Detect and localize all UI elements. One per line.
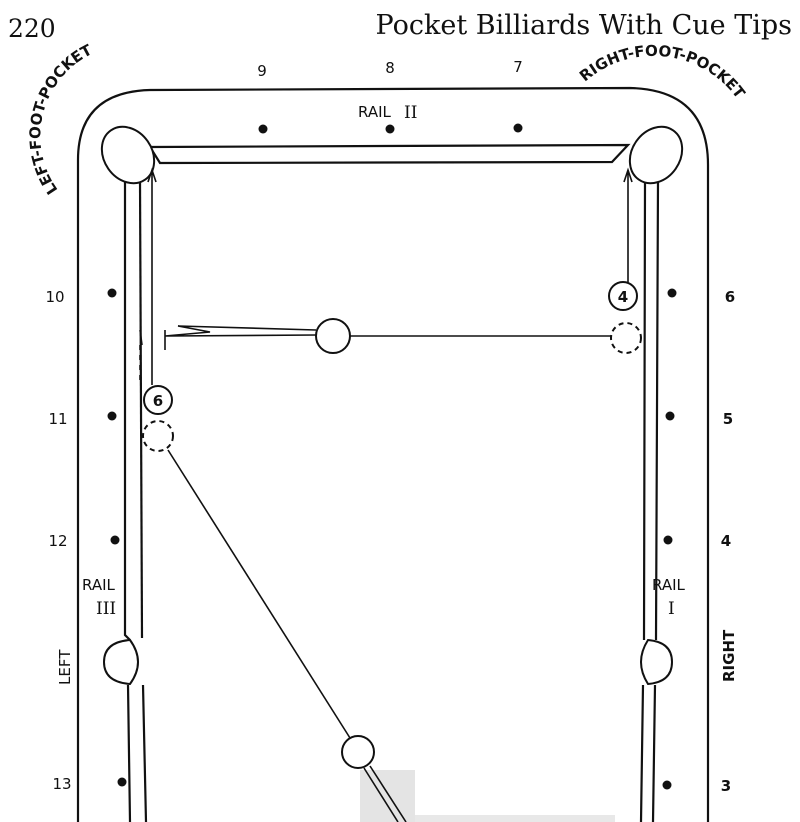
- rail-iii-numeral: III: [96, 599, 116, 619]
- reference-marks: [139, 329, 166, 350]
- cue-ball-draw-line: [164, 325, 317, 337]
- object-ball: [341, 735, 375, 769]
- rail-i-cushion: [642, 179, 660, 641]
- right-foot-pocket: [628, 125, 684, 185]
- diamond-number: 4: [721, 532, 731, 550]
- page-number: 220: [8, 14, 56, 43]
- four-ball-path-arrow: [623, 167, 633, 282]
- diamond-number: 5: [723, 410, 733, 428]
- rail-iii-cushion-edge: [138, 179, 144, 639]
- diamond-number: 12: [48, 532, 67, 550]
- cue-stick: [363, 765, 407, 822]
- rail-iii-lower-cushion: [126, 684, 148, 822]
- diamond-markers: [107, 123, 677, 790]
- diamond-number: 7: [513, 58, 523, 76]
- rail-ii-numeral: II: [404, 103, 417, 123]
- six-ball-path-arrow: [147, 167, 157, 385]
- running-title: Pocket Billiards With Cue Tips: [375, 10, 792, 41]
- rail-ii-word: RAIL: [358, 103, 391, 121]
- rail-i-numeral: I: [668, 599, 675, 619]
- diamond-number: 9: [257, 62, 267, 80]
- left-foot-pocket-label: LEFT-FOOT-POCKET: [26, 40, 95, 197]
- rail-i-word: RAIL: [652, 576, 685, 594]
- table-outline: [76, 86, 710, 822]
- scan-shading: [415, 815, 615, 822]
- six-ball-ghost: [142, 420, 174, 452]
- rail-iii-cushion: [123, 178, 131, 641]
- diamond-number: 11: [48, 410, 67, 428]
- diamond-number: 8: [385, 59, 395, 77]
- left-foot-pocket: [100, 125, 156, 185]
- cue-ball: [315, 318, 351, 354]
- six-ball-label: 6: [153, 392, 163, 410]
- four-ball: [608, 281, 638, 311]
- left-side-pocket: [102, 638, 139, 686]
- left-side-label: LEFT: [56, 649, 74, 685]
- rail-ii-cushion: [148, 143, 631, 165]
- diamond-number: 3: [721, 777, 731, 795]
- diamond-number: 13: [52, 775, 71, 793]
- four-ball-label: 4: [618, 288, 628, 306]
- right-side-pocket: [640, 638, 674, 686]
- diamond-number: 6: [725, 288, 735, 306]
- rail-iii-word: RAIL: [82, 576, 115, 594]
- scan-shading: [360, 770, 415, 822]
- right-side-label: RIGHT: [720, 629, 738, 682]
- object-ball-path: [167, 449, 351, 739]
- rail-i-lower-cushion: [639, 684, 657, 822]
- diamond-number: 10: [45, 288, 64, 306]
- six-ball: [143, 385, 173, 415]
- four-ball-ghost: [610, 322, 642, 354]
